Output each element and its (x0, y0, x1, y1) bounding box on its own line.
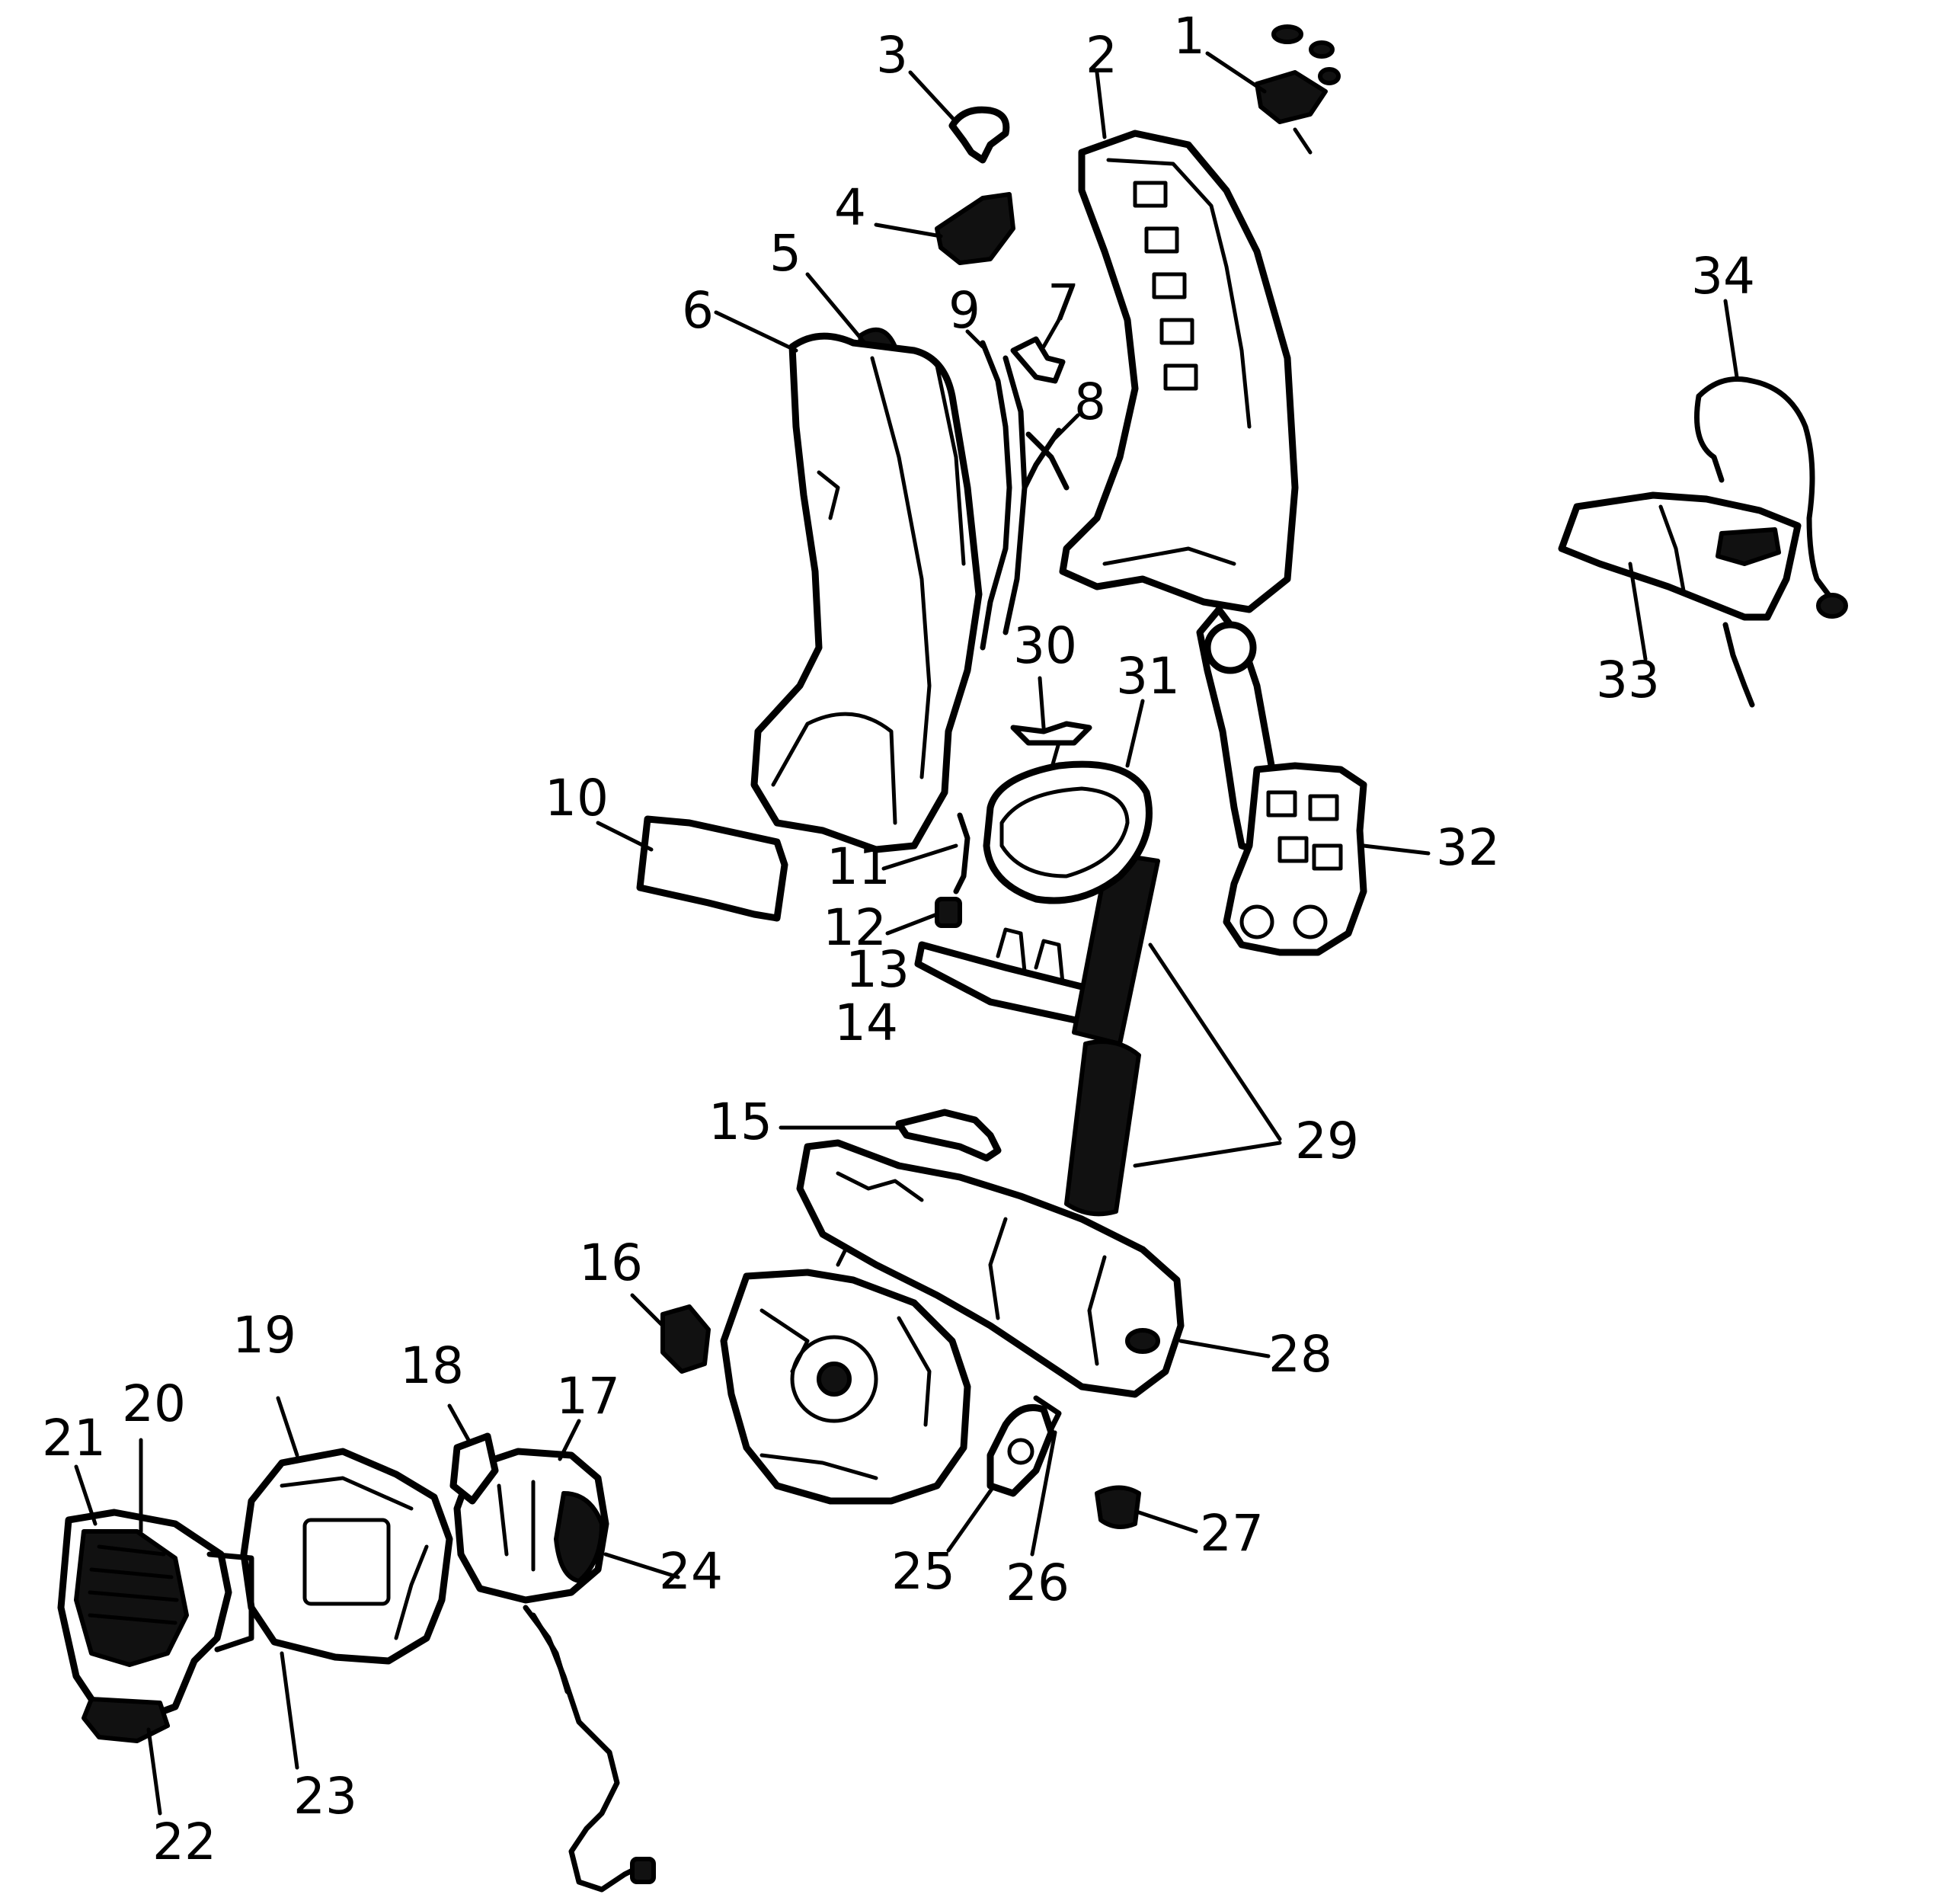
label-26: 26 (1006, 1554, 1070, 1612)
label-13: 13 (846, 940, 910, 999)
leader-22 (146, 1727, 162, 1816)
part-1-hardware (1255, 24, 1341, 155)
leader-16 (630, 1293, 665, 1328)
part-15-blade (895, 1109, 1002, 1162)
leader-23 (280, 1651, 299, 1770)
label-33: 33 (1596, 651, 1660, 709)
part-20-grille (88, 1544, 179, 1625)
label-23: 23 (293, 1767, 357, 1826)
label-21: 21 (42, 1409, 106, 1467)
part-26-bolt (1033, 1395, 1062, 1432)
label-18: 18 (400, 1336, 464, 1395)
leader-4 (874, 222, 943, 238)
part-7-switch-spring (1010, 336, 1066, 384)
label-15: 15 (708, 1093, 772, 1151)
part-9-wire (980, 340, 1028, 651)
part-10-trim-strip (636, 815, 788, 922)
label-4: 4 (834, 178, 866, 237)
leader-lines (74, 51, 1739, 1816)
label-19: 19 (232, 1306, 296, 1365)
leader-27 (1137, 1510, 1198, 1534)
label-25: 25 (891, 1542, 955, 1601)
part-25-gasket (986, 1404, 1055, 1497)
leader-10 (596, 821, 654, 852)
leader-9 (965, 329, 985, 349)
leader-18 (447, 1403, 471, 1442)
leader-21 (74, 1464, 98, 1526)
leader-33 (1628, 562, 1648, 661)
label-32: 32 (1436, 818, 1500, 877)
label-12: 12 (823, 898, 887, 957)
label-29: 29 (1295, 1112, 1359, 1170)
leader-5 (805, 272, 867, 345)
leader-31 (1125, 699, 1145, 768)
part-11-pin (953, 812, 970, 894)
label-3: 3 (876, 26, 908, 85)
leader-11 (881, 843, 958, 871)
leader-3 (908, 70, 958, 124)
leader-1 (1205, 51, 1267, 94)
part-16-bracket (660, 1304, 711, 1374)
label-24: 24 (659, 1542, 723, 1601)
label-34: 34 (1691, 247, 1755, 306)
label-16: 16 (579, 1234, 643, 1292)
label-14: 14 (834, 994, 898, 1052)
part-23-gasket (206, 1551, 254, 1653)
leader-30 (1038, 676, 1046, 730)
leader-19 (276, 1396, 299, 1458)
label-1: 1 (1173, 7, 1205, 66)
part-17-motor (453, 1448, 609, 1604)
leader-28 (1178, 1339, 1271, 1358)
leader-17 (558, 1419, 581, 1461)
label-11: 11 (827, 837, 891, 896)
part-2-upper-handle (1059, 130, 1299, 857)
leader-24 (603, 1552, 680, 1579)
label-7: 7 (1047, 274, 1079, 332)
part-24-power-cord (523, 1605, 656, 1893)
leader-12 (885, 912, 939, 936)
label-27: 27 (1200, 1504, 1264, 1563)
part-19-side-housing (240, 1448, 453, 1665)
leader-2 (1095, 70, 1107, 139)
part-12-grommet (935, 897, 962, 928)
leader-34 (1723, 299, 1739, 379)
part-6-rear-housing (750, 332, 983, 853)
part-32-bracket (1223, 762, 1367, 956)
leader-25 (946, 1483, 996, 1553)
leader-7 (1041, 318, 1061, 349)
label-5: 5 (769, 224, 801, 283)
leader-6 (714, 310, 798, 353)
label-9: 9 (948, 281, 980, 340)
part-34-cord (1694, 376, 1848, 708)
part-28-lower-body (796, 1139, 1185, 1398)
label-20: 20 (122, 1374, 186, 1433)
label-22: 22 (152, 1813, 216, 1871)
label-28: 28 (1268, 1325, 1332, 1384)
leader-8 (1053, 413, 1080, 440)
part-31-ring (983, 760, 1153, 904)
label-10: 10 (545, 769, 609, 827)
label-8: 8 (1074, 373, 1106, 431)
part-29-grip-lower (1064, 1039, 1141, 1217)
part-22-base (82, 1697, 170, 1743)
part-27-nut (1095, 1485, 1141, 1529)
label-31: 31 (1116, 647, 1180, 706)
part-3-clip (948, 106, 1010, 164)
leader-29a (1148, 942, 1282, 1141)
part-33-bag-housing (1558, 491, 1802, 621)
motor-housing (720, 1247, 971, 1505)
part-21-end-cap (57, 1509, 232, 1722)
label-6: 6 (682, 281, 714, 340)
part-18-bracket (449, 1432, 499, 1505)
callout-labels: 1 2 3 4 5 6 7 8 9 10 11 12 13 14 15 16 1… (42, 7, 1755, 1871)
leader-26 (1030, 1430, 1057, 1557)
part-4-latch (935, 192, 1015, 265)
label-17: 17 (556, 1367, 620, 1426)
leader-32 (1361, 843, 1431, 856)
part-8-cable-tie (1022, 427, 1070, 491)
label-30: 30 (1013, 616, 1077, 675)
leader-29b (1133, 1141, 1282, 1168)
label-2: 2 (1086, 26, 1118, 85)
